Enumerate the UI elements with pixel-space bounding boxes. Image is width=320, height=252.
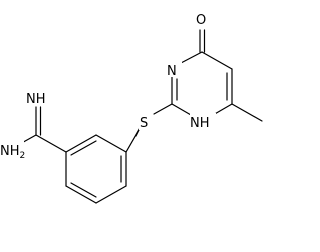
bond-benz-amidine	[35, 134, 67, 153]
atom-oxygen: O	[196, 13, 206, 28]
atom-ring-nitrogen: N	[167, 64, 177, 79]
bond-n1-c2	[171, 103, 192, 116]
bond-c6-n1	[212, 103, 233, 116]
bond-c4-c5	[201, 51, 233, 70]
atom-imine: NH	[26, 92, 46, 107]
bond-benz-fa	[95, 134, 127, 153]
atom-amine: NH2	[0, 144, 25, 161]
atom-sulfur: S	[140, 116, 148, 131]
bond-s-benzene	[125, 125, 142, 153]
molecule-structure: O N NH S NH NH2	[0, 13, 263, 204]
bond-c6-methyl	[231, 103, 263, 122]
bond-benz-cd-inner	[70, 182, 97, 198]
atom-amine-symbol: NH	[0, 144, 20, 159]
bond-benz-ef-inner	[70, 140, 97, 156]
bond-benz-cd	[65, 185, 97, 204]
atom-ring-nh: NH	[190, 116, 210, 131]
bond-benz-ef	[65, 134, 97, 153]
bond-c2-s	[153, 103, 173, 115]
bond-n3-c4	[180, 51, 203, 64]
atom-amine-subscript: 2	[20, 151, 26, 161]
bond-benz-bc	[95, 185, 127, 204]
